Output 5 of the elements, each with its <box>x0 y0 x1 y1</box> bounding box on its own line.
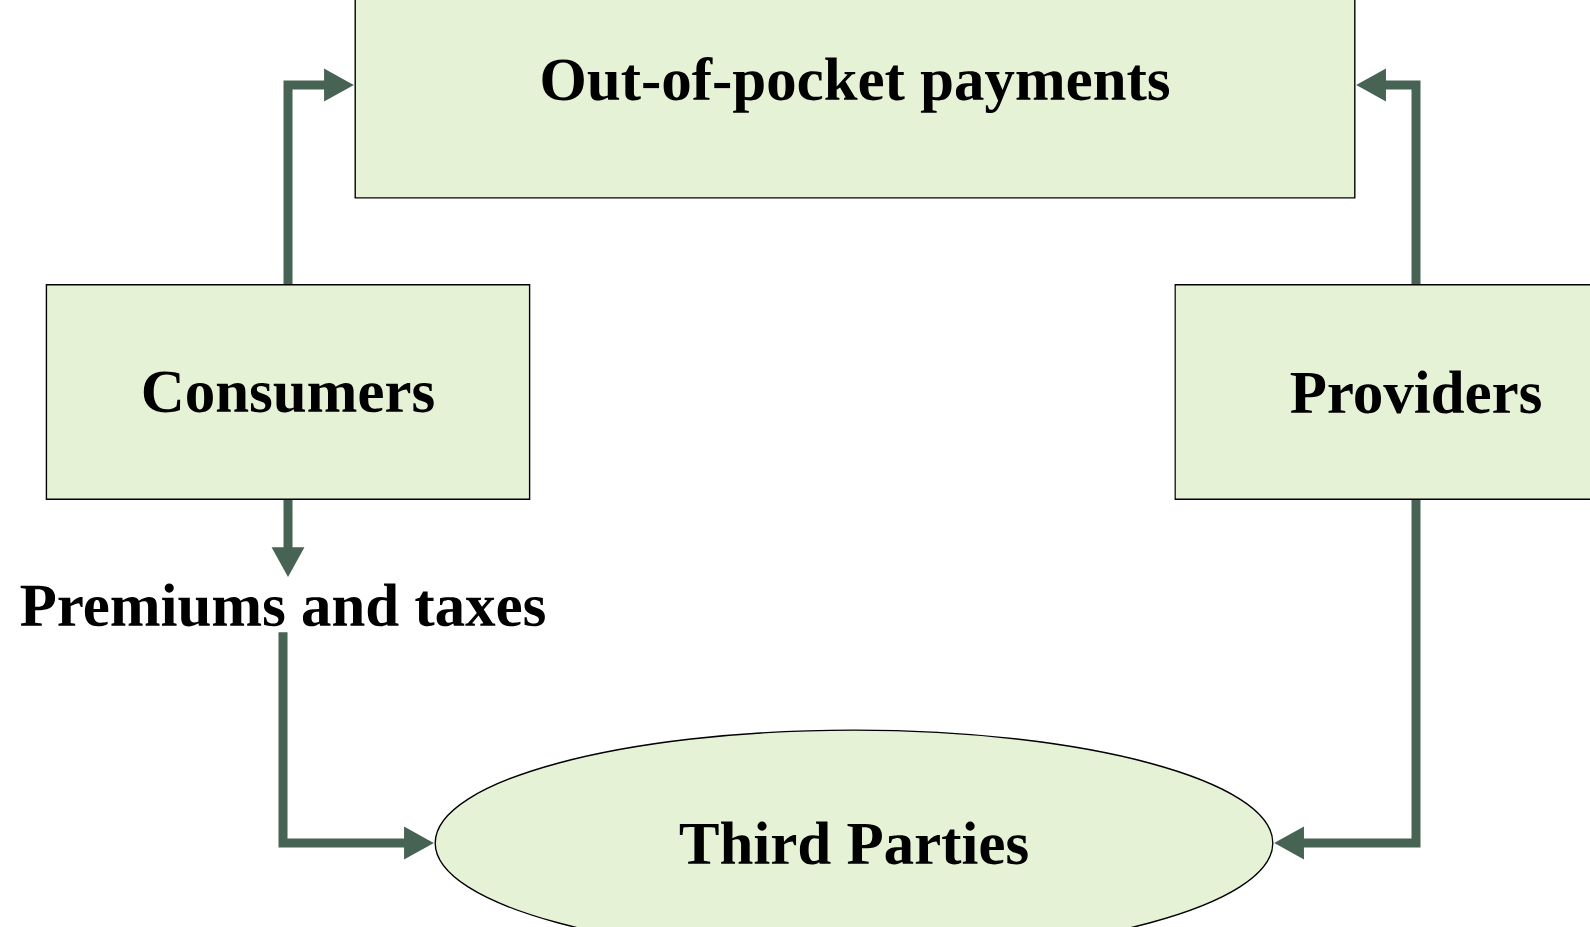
process-box: Consumers <box>45 284 531 500</box>
process-box: Providers <box>1174 284 1590 500</box>
process-box: Out-of-pocket payments <box>354 0 1356 199</box>
flow-label: Premiums and taxes <box>20 583 545 627</box>
ellipse-node: Third Parties <box>434 729 1274 927</box>
